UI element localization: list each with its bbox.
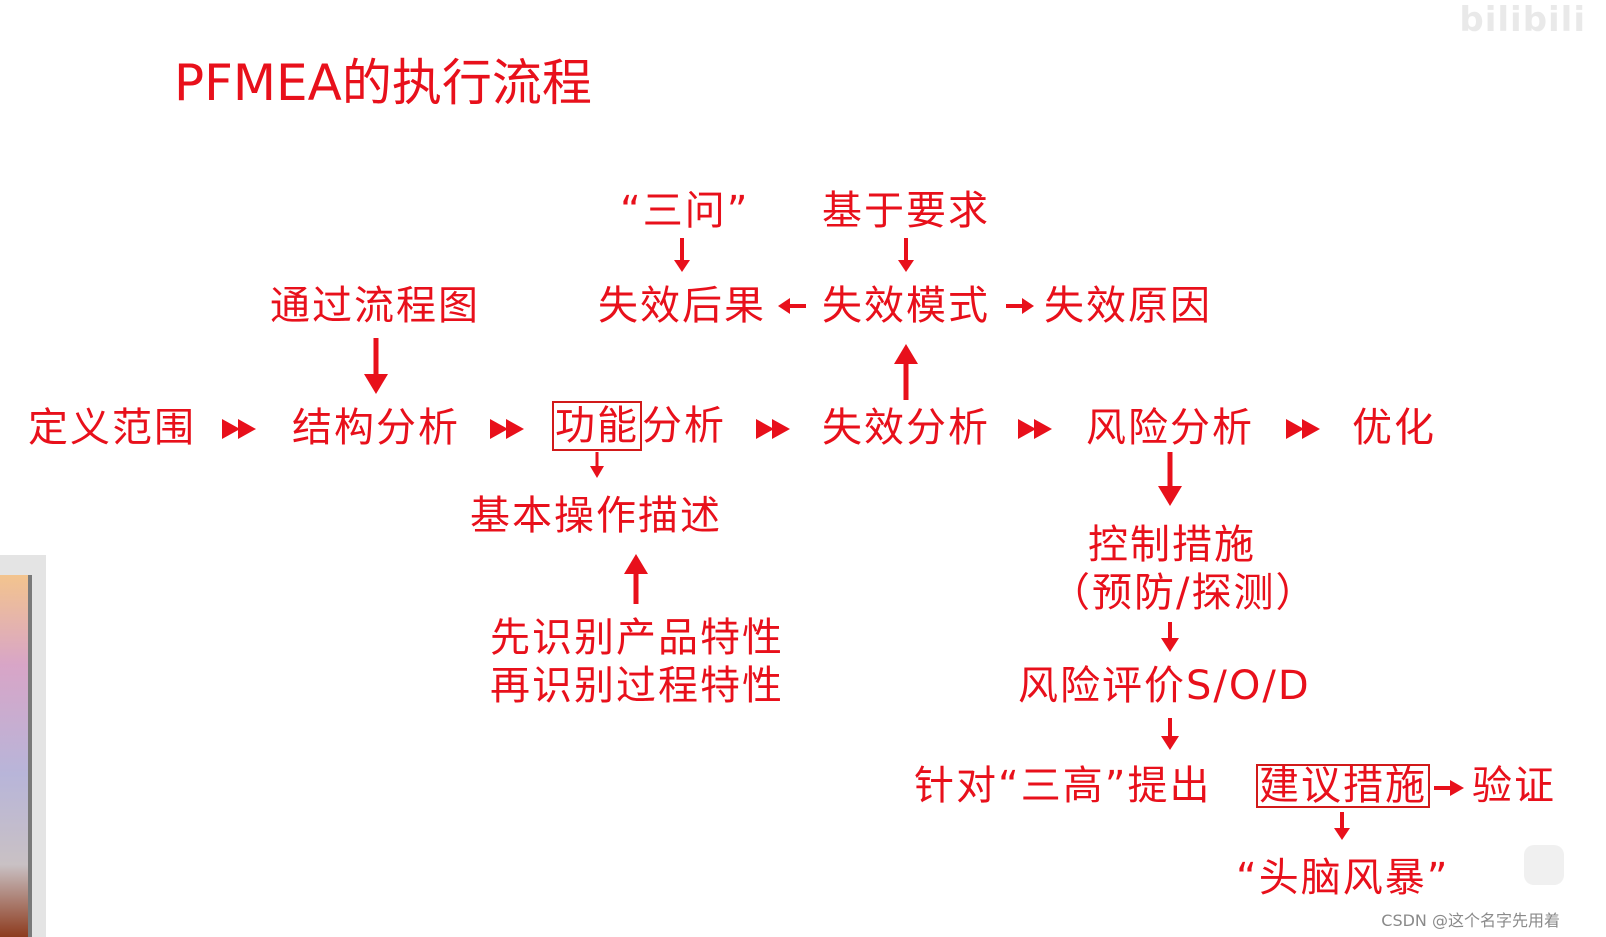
- video-thumbnail: [0, 575, 32, 937]
- node-failure-mode: 失效模式: [822, 283, 990, 329]
- arrow-define-to-structure: [222, 419, 240, 439]
- node-basic-operation-description: 基本操作描述: [470, 493, 722, 539]
- arrow-risk-to-optimization: [1286, 419, 1304, 439]
- node-prevent-detect: （预防/探测）: [1050, 570, 1318, 616]
- node-brainstorm: “头脑风暴”: [1236, 855, 1450, 901]
- node-verify: 验证: [1472, 763, 1556, 809]
- bilibili-watermark: bilibili: [1459, 0, 1586, 40]
- node-three-questions: “三问”: [620, 188, 750, 234]
- arrow-failure-to-risk: [1018, 419, 1036, 439]
- node-failure-analysis: 失效分析: [822, 405, 990, 451]
- branch-arrows: [364, 238, 1464, 840]
- main-flow-arrows: [222, 419, 1320, 439]
- node-structure-analysis: 结构分析: [292, 405, 460, 451]
- function-suffix: 分析: [642, 403, 726, 449]
- arrow-function-to-failure-b: [772, 419, 790, 439]
- arrow-function-to-failure: [756, 419, 774, 439]
- node-process-characteristics: 再识别过程特性: [490, 663, 784, 709]
- arrow-risk-to-optimization-b: [1302, 419, 1320, 439]
- node-failure-effect: 失效后果: [598, 283, 766, 329]
- node-risk-evaluation: 风险评价S/O/D: [1018, 663, 1311, 709]
- node-recommended-actions: 建议措施: [1256, 764, 1430, 808]
- function-highlight-box: 功能: [552, 401, 642, 451]
- node-control-measures: 控制措施: [1088, 522, 1256, 568]
- arrow-structure-to-function: [490, 419, 508, 439]
- csdn-watermark: CSDN @这个名字先用着: [1381, 911, 1560, 930]
- node-function-analysis: 功能分析: [552, 401, 726, 451]
- player-corner-icon: [1524, 845, 1564, 885]
- node-optimization: 优化: [1352, 405, 1436, 451]
- page-title: PFMEA的执行流程: [174, 54, 592, 112]
- node-failure-cause: 失效原因: [1044, 283, 1212, 329]
- node-product-characteristics: 先识别产品特性: [490, 615, 784, 661]
- node-three-high: 针对“三高”提出: [914, 763, 1212, 809]
- arrow-failure-to-risk-b: [1034, 419, 1052, 439]
- node-risk-analysis: 风险分析: [1086, 405, 1254, 451]
- arrow-structure-to-function-b: [506, 419, 524, 439]
- arrow-define-to-structure-b: [238, 419, 256, 439]
- node-via-flowchart: 通过流程图: [270, 283, 480, 329]
- node-define-scope: 定义范围: [28, 405, 196, 451]
- node-based-on-requirements: 基于要求: [822, 188, 990, 234]
